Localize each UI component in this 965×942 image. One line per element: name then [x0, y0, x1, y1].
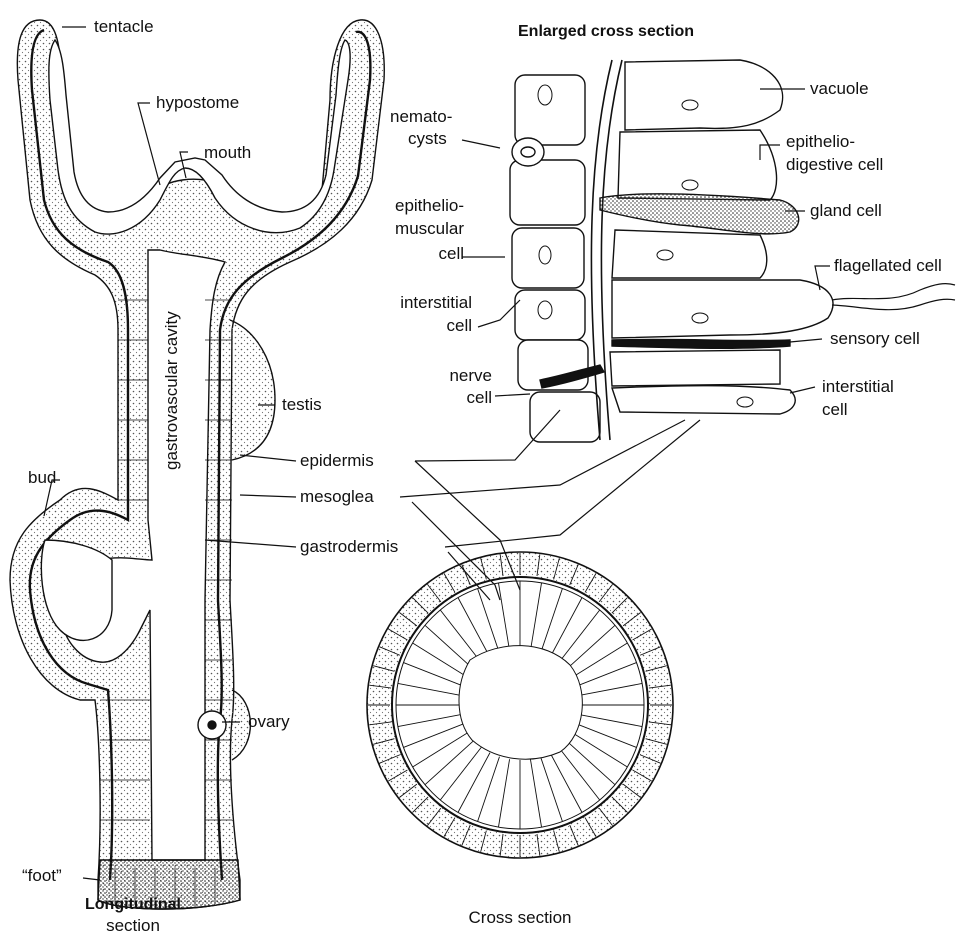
epidermis-cell: [530, 392, 600, 442]
gastrodermis-cell: [618, 130, 777, 200]
label-testis: testis: [282, 395, 322, 415]
label-gastrovascular-cavity: gastrovascular cavity: [162, 311, 182, 470]
label-foot: “foot”: [22, 866, 62, 886]
label-epithelio-muscular-line2: muscular: [364, 219, 464, 239]
label-mouth: mouth: [204, 143, 251, 163]
label-tentacle: tentacle: [94, 17, 154, 37]
label-gland-cell: gland cell: [810, 201, 882, 221]
label-epithelio-muscular-line1: epithelio-: [364, 196, 464, 216]
epidermis-cell: [515, 75, 585, 145]
label-interstitial-left-line1: interstitial: [362, 293, 472, 313]
label-interstitial-right-line1: interstitial: [822, 377, 894, 397]
central-lumen: [459, 646, 582, 760]
label-hypostome: hypostome: [156, 93, 239, 113]
label-nematocysts-line1: nemato-: [390, 107, 452, 127]
cross-section-caption: Cross section: [440, 908, 600, 928]
gastrodermis-lower: [610, 350, 780, 386]
gland-cell: [600, 194, 799, 234]
longitudinal-caption-line2: section: [68, 916, 198, 936]
cross-section: [367, 552, 673, 858]
interstitial-cell-right: [612, 386, 795, 414]
label-epithelio-muscular-line3: cell: [364, 244, 464, 264]
gastrodermis-cell: [625, 60, 783, 130]
testis-bulge: [230, 320, 275, 460]
label-interstitial-right-line2: cell: [822, 400, 848, 420]
label-nematocysts-line2: cysts: [408, 129, 447, 149]
label-flagellated-cell: flagellated cell: [834, 256, 942, 276]
flagellated-cell: [612, 280, 833, 338]
label-epidermis: epidermis: [300, 451, 374, 471]
label-vacuole: vacuole: [810, 79, 869, 99]
label-gastrodermis: gastrodermis: [300, 537, 398, 557]
label-nerve-cell-line2: cell: [392, 388, 492, 408]
enlarged-section-title: Enlarged cross section: [518, 22, 694, 42]
label-ovary: ovary: [248, 712, 290, 732]
longitudinal-caption-line1: Longitudinal: [68, 895, 198, 915]
label-epithelio-digestive-line2: digestive cell: [786, 155, 883, 175]
label-nerve-cell-line1: nerve: [392, 366, 492, 386]
flagellum: [832, 284, 955, 310]
label-epithelio-digestive-line1: epithelio-: [786, 132, 855, 152]
epidermis-cell: [510, 160, 585, 225]
label-sensory-cell: sensory cell: [830, 329, 920, 349]
label-bud: bud: [28, 468, 56, 488]
label-mesoglea: mesoglea: [300, 487, 374, 507]
label-interstitial-left-line2: cell: [362, 316, 472, 336]
gastrodermis-cell: [612, 230, 767, 278]
sensory-cell: [612, 339, 790, 348]
